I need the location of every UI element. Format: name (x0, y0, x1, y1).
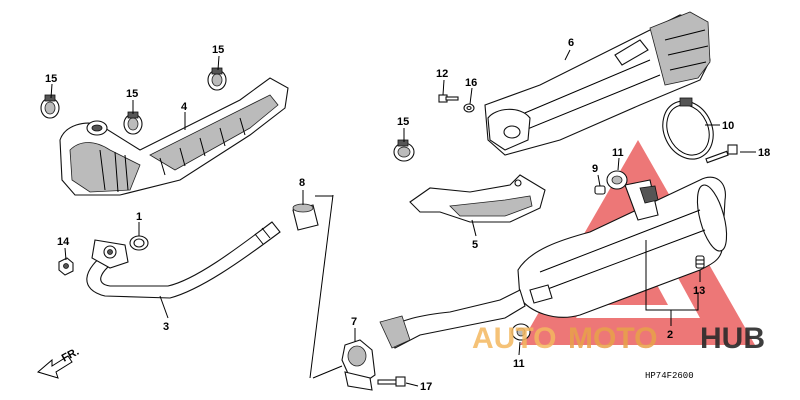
watermark-moto: MOTO (568, 322, 657, 355)
exhaust-pipe (86, 221, 281, 299)
band-10 (662, 97, 714, 160)
collar-8 (292, 203, 319, 231)
label-12: 12 (436, 68, 448, 80)
label-4: 4 (181, 101, 188, 113)
heat-shield (409, 174, 546, 223)
label-16: 16 (465, 77, 477, 89)
label-2: 2 (667, 329, 673, 341)
label-7: 7 (351, 316, 357, 328)
label-13: 13 (693, 285, 705, 297)
label-8: 8 (299, 177, 305, 189)
label-15c: 15 (212, 44, 224, 56)
label-17: 17 (420, 381, 432, 393)
bolt-12 (438, 94, 459, 103)
label-11a: 11 (612, 147, 624, 159)
label-3: 3 (163, 321, 169, 333)
collar-9 (594, 185, 606, 195)
plug-13 (695, 255, 705, 269)
diagram-code: HP74F2600 (645, 371, 694, 381)
washer-16 (463, 103, 475, 113)
arrow-icon (36, 355, 73, 379)
muffler-protector (484, 11, 711, 156)
clamp-15d (393, 139, 415, 162)
joint-clamp-7 (341, 339, 376, 391)
label-15d: 15 (397, 116, 409, 128)
nut-14 (58, 257, 74, 276)
leader-lines (50, 49, 756, 387)
watermark-hub: HUB (700, 322, 765, 355)
label-18: 18 (758, 147, 770, 159)
label-15b: 15 (126, 88, 138, 100)
gasket-1 (129, 235, 149, 251)
label-11b: 11 (513, 358, 525, 370)
grommet-11a (606, 170, 628, 190)
label-5: 5 (472, 239, 478, 251)
clamp-15c (207, 67, 227, 91)
watermark-text: AUTO MOTO HUB (472, 322, 765, 355)
clamp-15b (123, 111, 143, 135)
label-1: 1 (136, 211, 142, 223)
label-9: 9 (592, 163, 598, 175)
muffler-assembly (379, 176, 728, 349)
part-labels: 15 15 15 4 1 14 3 8 6 12 16 15 5 10 18 9… (45, 37, 770, 393)
label-14: 14 (57, 236, 70, 248)
clamp-15a (40, 94, 60, 119)
bolt-17 (377, 376, 406, 387)
grommet-11b (511, 323, 531, 341)
bolt-18 (705, 144, 738, 164)
direction-label: FR. (60, 346, 81, 365)
watermark-auto: AUTO (472, 322, 556, 355)
front-direction-marker: FR. (36, 346, 81, 379)
exhaust-pipe-cover-assembly (59, 77, 289, 196)
label-15a: 15 (45, 73, 57, 85)
label-6: 6 (568, 37, 574, 49)
label-10: 10 (722, 120, 734, 132)
